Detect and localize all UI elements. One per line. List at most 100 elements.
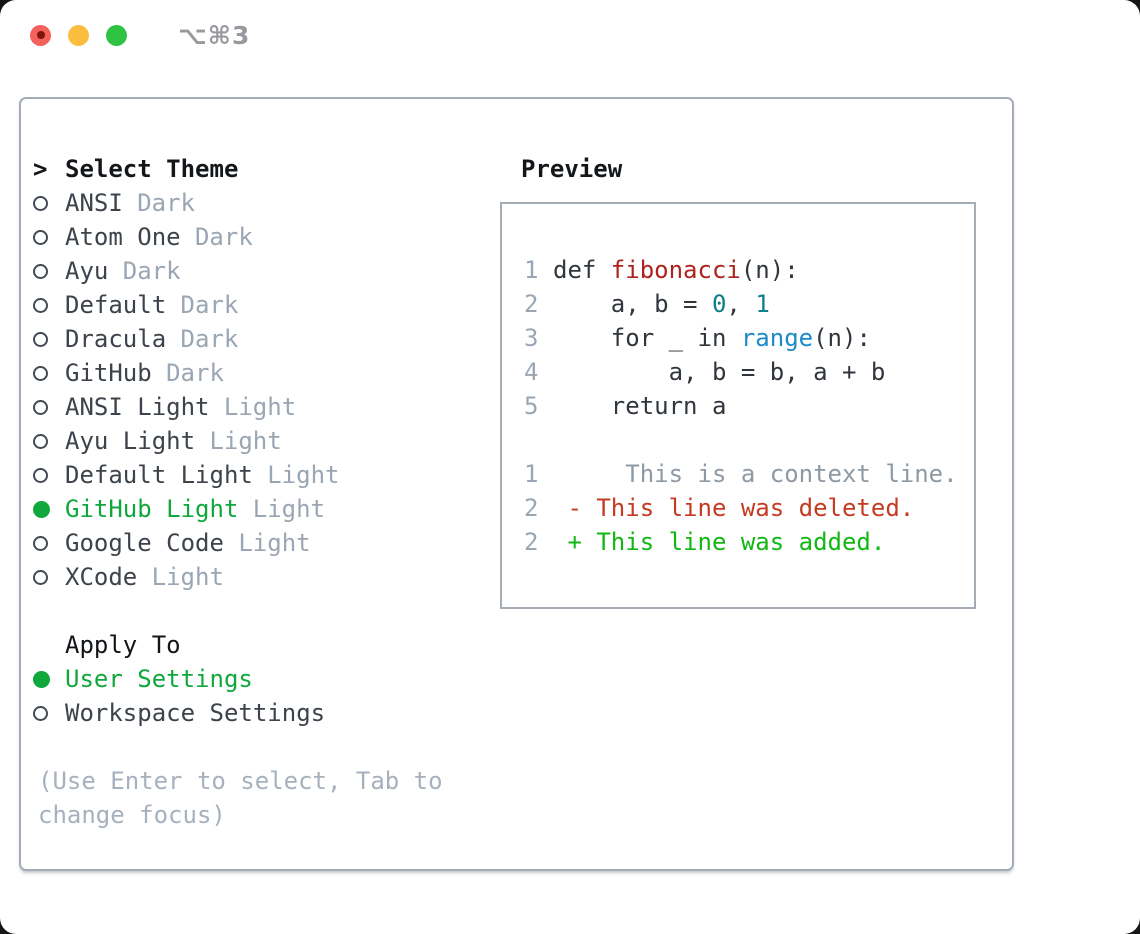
select-theme-title: Select Theme — [65, 155, 239, 183]
theme-variant: Dark — [180, 325, 239, 353]
theme-option-google-code[interactable]: Google Code Light — [33, 526, 495, 560]
code-token-code: (n): — [813, 324, 871, 352]
code-line: 1 This is a context line. — [524, 457, 974, 491]
code-token-function: fibonacci — [610, 256, 741, 284]
theme-variant: Dark — [194, 223, 253, 251]
code-token-code: (n): — [740, 256, 799, 284]
apply-to-header-row: Apply To — [33, 628, 495, 662]
code-token-code: a, b = — [553, 290, 712, 318]
theme-name: GitHub — [65, 359, 152, 387]
code-line: 2 + This line was added. — [524, 525, 974, 559]
close-button[interactable] — [30, 24, 51, 46]
code-token-number: 1 — [755, 290, 770, 318]
apply-to-title: Apply To — [65, 631, 181, 659]
radio-icon — [33, 569, 48, 585]
radio-slot — [33, 705, 65, 721]
code-token-builtin: range — [740, 324, 814, 352]
radio-selected-icon — [33, 670, 50, 688]
radio-slot — [33, 569, 65, 585]
window-title: ⌥⌘3 — [178, 20, 251, 50]
theme-variant: Dark — [137, 189, 195, 217]
theme-name: Google Code — [65, 529, 224, 557]
close-dot-icon — [36, 31, 45, 39]
line-number: 5 — [524, 392, 539, 420]
line-number: 2 — [524, 494, 539, 522]
theme-name: Ayu — [65, 257, 109, 285]
code-token-code: , — [726, 290, 756, 318]
theme-option-dracula[interactable]: Dracula Dark — [33, 322, 495, 356]
radio-slot — [33, 399, 65, 415]
titlebar: ⌥⌘3 — [0, 0, 1140, 70]
radio-slot — [33, 229, 65, 245]
radio-icon — [33, 535, 48, 551]
code-token-code: def — [553, 256, 611, 284]
code-token-added: + This line was added. — [553, 528, 886, 556]
code-token-deleted: - This line was deleted. — [553, 494, 915, 522]
code-token-context: This is a context line. — [553, 460, 958, 488]
code-line: 2 - This line was deleted. — [524, 491, 974, 525]
theme-variant: Light — [238, 529, 311, 557]
radio-slot — [33, 670, 65, 688]
radio-icon — [33, 705, 48, 721]
radio-slot — [33, 195, 65, 211]
line-number: 2 — [524, 528, 539, 556]
keyboard-hint: (Use Enter to select, Tab to change focu… — [38, 767, 443, 829]
theme-variant: Light — [223, 393, 297, 421]
radio-slot — [33, 535, 65, 551]
code-line: 1 def fibonacci(n): — [524, 253, 974, 287]
radio-selected-icon — [33, 500, 50, 518]
theme-name: Atom One — [65, 223, 181, 251]
theme-name: Dracula — [65, 325, 167, 353]
code-line: 2 a, b = 0, 1 — [524, 287, 974, 321]
zoom-button[interactable] — [106, 24, 127, 46]
code-token-code: return a — [553, 392, 727, 420]
theme-name: GitHub Light — [65, 495, 239, 523]
minimize-button[interactable] — [68, 24, 89, 46]
line-number: 3 — [524, 324, 539, 352]
radio-slot — [33, 467, 65, 483]
radio-slot — [33, 365, 65, 381]
radio-icon — [33, 263, 48, 279]
line-number: 1 — [524, 460, 539, 488]
radio-icon — [33, 467, 48, 483]
code-token-number: 0 — [711, 290, 727, 318]
radio-icon — [33, 365, 48, 381]
code-token-code: a, b = b, a + b — [553, 358, 886, 386]
theme-variant: Dark — [180, 291, 239, 319]
apply-option-user-settings[interactable]: User Settings — [33, 662, 495, 696]
radio-slot — [33, 500, 65, 518]
radio-icon — [33, 433, 48, 449]
radio-icon — [33, 331, 48, 347]
code-line — [524, 423, 974, 457]
radio-slot — [33, 331, 65, 347]
theme-variant: Light — [151, 563, 224, 591]
line-number: 2 — [524, 290, 539, 318]
apply-option-label: Workspace Settings — [65, 699, 326, 727]
theme-name: Default — [65, 291, 167, 319]
theme-variant: Light — [209, 427, 282, 455]
code-token-code: for _ in — [553, 324, 741, 352]
radio-icon — [33, 399, 48, 415]
line-number: 1 — [524, 256, 539, 284]
radio-slot — [33, 433, 65, 449]
radio-slot — [33, 297, 65, 313]
code-line: 3 for _ in range(n): — [524, 321, 974, 355]
theme-option-default[interactable]: Default Dark — [33, 288, 495, 322]
theme-option-atom-one[interactable]: Atom One Dark — [33, 220, 495, 254]
apply-option-workspace-settings[interactable]: Workspace Settings — [33, 696, 495, 730]
radio-icon — [33, 195, 48, 211]
line-number: 4 — [524, 358, 539, 386]
